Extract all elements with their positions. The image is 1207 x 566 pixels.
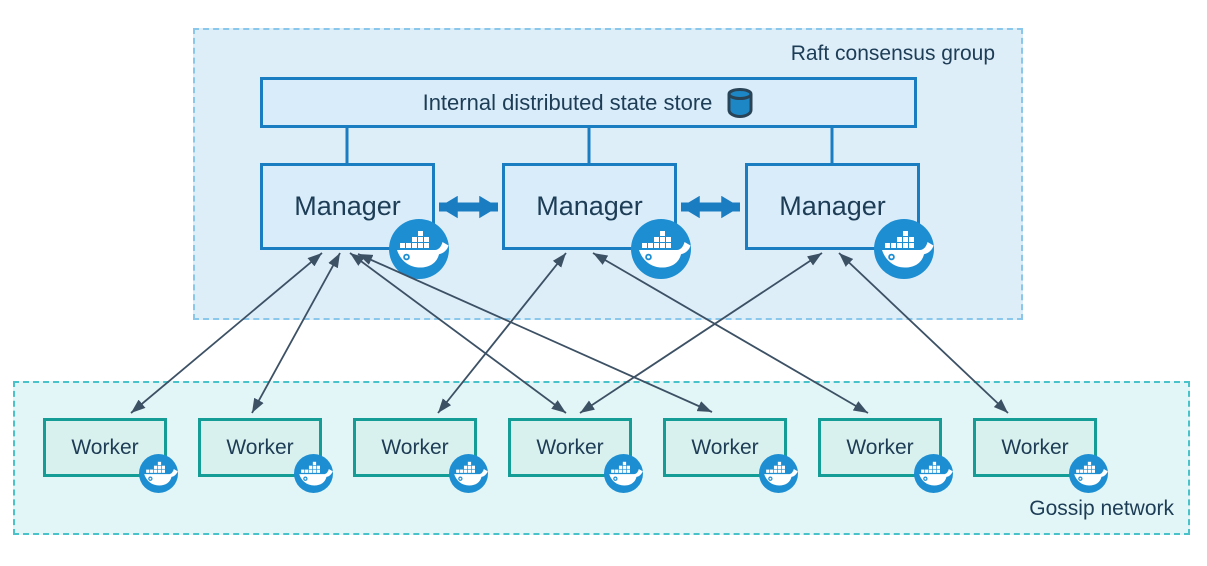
worker-2-node: Worker [198, 418, 322, 477]
manager-3-node: Manager [745, 163, 920, 250]
state-store-label: Internal distributed state store [422, 89, 713, 115]
worker-4-node: Worker [508, 418, 632, 477]
docker-icon [294, 454, 333, 493]
docker-icon [139, 454, 178, 493]
raft-group-label: Raft consensus group [790, 42, 995, 65]
worker-3-node: Worker [353, 418, 477, 477]
docker-icon [1069, 454, 1108, 493]
docker-icon [389, 219, 449, 279]
docker-icon [449, 454, 488, 493]
worker-7-node: Worker [973, 418, 1097, 477]
worker-6-label: Worker [846, 435, 914, 459]
worker-1-node: Worker [43, 418, 167, 477]
docker-icon [874, 219, 934, 279]
database-icon [726, 87, 754, 119]
worker-5-label: Worker [691, 435, 759, 459]
manager-1-node: Manager [260, 163, 435, 250]
gossip-group-label: Gossip network [1029, 497, 1174, 520]
worker-3-label: Worker [381, 435, 449, 459]
worker-6-node: Worker [818, 418, 942, 477]
docker-icon [759, 454, 798, 493]
worker-1-label: Worker [71, 435, 139, 459]
manager-3-label: Manager [779, 191, 886, 221]
docker-icon [604, 454, 643, 493]
docker-icon [631, 219, 691, 279]
worker-5-node: Worker [663, 418, 787, 477]
worker-2-label: Worker [226, 435, 294, 459]
manager-2-label: Manager [536, 191, 643, 221]
manager-1-label: Manager [294, 191, 401, 221]
worker-4-label: Worker [536, 435, 604, 459]
manager-2-node: Manager [502, 163, 677, 250]
worker-7-label: Worker [1001, 435, 1069, 459]
state-store-node: Internal distributed state store [260, 77, 917, 128]
docker-icon [914, 454, 953, 493]
